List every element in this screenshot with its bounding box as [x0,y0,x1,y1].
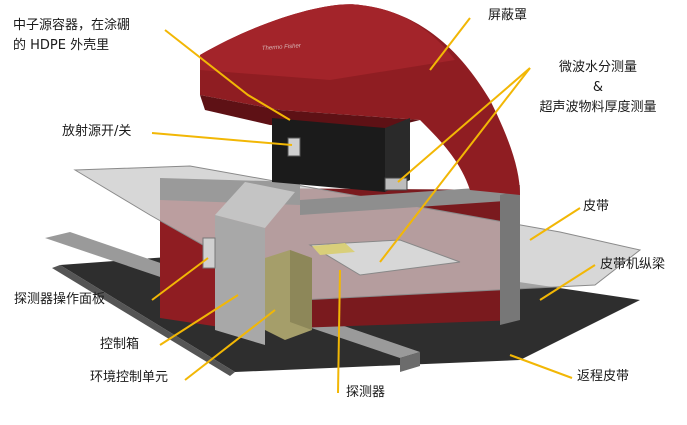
microwave-sensor [384,177,408,191]
detector-yellow [312,243,355,255]
label-belt-beam: 皮带机纵梁 [600,257,666,272]
callout-line-source-switch [151,132,293,146]
callout-line-control-box [159,294,239,346]
label-detector-panel: 探测器操作面板 [14,292,106,307]
shield-hood-underside [200,95,420,130]
label-return-belt: 返程皮带 [577,369,630,384]
label-control-box: 控制箱 [100,337,140,352]
callout-line-shield [429,17,471,71]
detector-panel-slot [202,237,216,269]
label-neutron-source-line2: 的 HDPE 外壳里 [13,38,110,53]
callout-line-return-belt [509,354,573,379]
hood-brand-text: Thermo Fisher [262,43,302,52]
callout-line-detector-panel [151,257,209,301]
callout-line-env-control [184,309,276,381]
callout-line-microwave-a [397,67,531,183]
control-box-side [290,250,312,330]
label-belt: 皮带 [583,199,610,214]
belt-beam-left-side [400,352,420,372]
label-neutron-source-line1: 中子源容器，在涂硼 [13,18,131,33]
label-source-switch: 放射源开/关 [62,124,132,139]
cabinet-left-top [215,182,295,228]
neutron-source-box-side [385,118,410,192]
label-microwave-line2: & [592,80,604,95]
label-env-control: 环境控制单元 [90,370,169,385]
cabinet-left [215,215,265,345]
frame-post-right [500,190,520,325]
shield-hood-top [200,4,455,80]
return-belt-edge [52,265,235,376]
callout-line-belt [529,207,581,241]
callout-line-neutron-source [164,29,291,121]
label-microwave-line3: 超声波物料厚度测量 [539,100,657,115]
callout-line-microwave-b [379,67,531,263]
callout-lines [151,17,596,394]
label-microwave-line1: 微波水分测量 [558,60,637,75]
source-switch-knob [287,137,301,157]
label-shield: 屏蔽罩 [488,8,528,23]
neutron-source-box [272,118,385,192]
label-detector: 探测器 [346,385,386,400]
label-neutron-source: 中子源容器，在涂硼 的 HDPE 外壳里 [13,16,173,56]
label-microwave: 微波水分测量 & 超声波物料厚度测量 [528,58,668,118]
callout-line-detector [337,269,341,394]
callout-line-belt-beam [539,264,596,301]
frame-crossbar [300,185,520,215]
